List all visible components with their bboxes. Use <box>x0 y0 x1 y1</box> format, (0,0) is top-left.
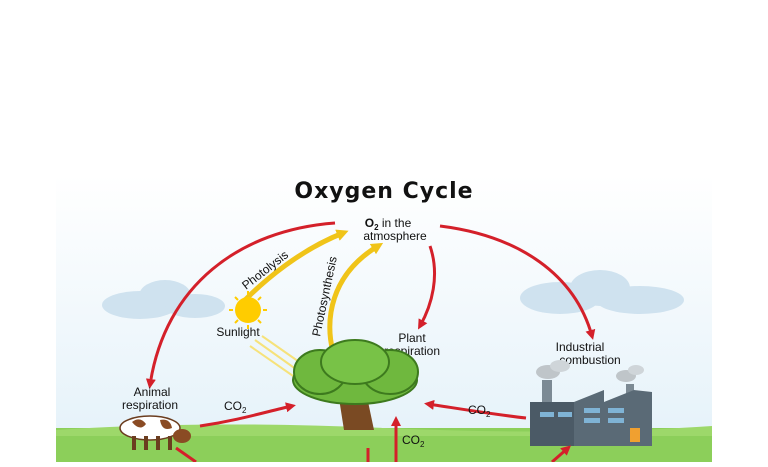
o2-subscript: 2 <box>374 223 379 232</box>
co2-label-factory: CO2 <box>468 403 491 419</box>
tree-icon <box>292 339 419 430</box>
diagram-title: Oxygen Cycle <box>294 179 473 204</box>
cow-icon <box>119 415 191 450</box>
arrow-partial-bottom-3 <box>175 446 197 464</box>
animal-respiration-label-line1: Animal <box>134 385 171 399</box>
arrow-partial-bottom-2 <box>551 445 572 464</box>
co2-label-animal: CO2 <box>224 399 247 415</box>
cloud-left <box>102 280 225 319</box>
arrow-co2-animal-to-tree <box>199 402 296 428</box>
arrow-photolysis <box>243 229 349 302</box>
industrial-label-line2: combustion <box>559 353 620 367</box>
plant-respiration-label-line1: Plant <box>398 331 426 345</box>
industrial-label-line1: Industrial <box>556 340 605 354</box>
arrow-atmosphere-to-animal <box>145 221 336 389</box>
o2-atmosphere-label-line1: O2 in the <box>365 216 412 232</box>
animal-respiration-label-line2: respiration <box>122 398 178 412</box>
arrow-photosynthesis <box>327 242 384 353</box>
o2-in-the: in the <box>379 216 412 230</box>
sun-icon <box>229 291 267 329</box>
arrow-co2-factory-to-tree <box>424 399 527 420</box>
factory-icon <box>530 360 652 446</box>
arrow-atmosphere-to-plant-respiration <box>418 245 437 330</box>
o2-atmosphere-label-line2: atmosphere <box>363 229 427 243</box>
cloud-right <box>520 270 684 314</box>
arrow-atmosphere-to-industry <box>439 224 596 340</box>
co2-label-ground: CO2 <box>402 433 425 449</box>
sunlight-label: Sunlight <box>216 325 260 339</box>
o2-symbol: O <box>365 216 374 230</box>
